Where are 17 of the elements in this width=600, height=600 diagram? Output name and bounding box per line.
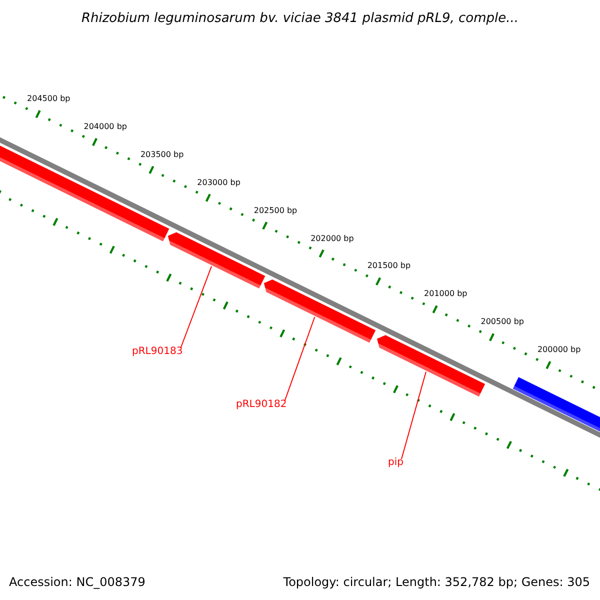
- gene-label: pRL90182: [236, 400, 287, 410]
- gene-feature: [264, 280, 376, 343]
- position-label: 203500 bp: [140, 150, 184, 159]
- gene-label: pRL90183: [132, 347, 183, 357]
- map-title: Rhizobium leguminosarum bv. viciae 3841 plasmid pRL9, comple...: [80, 12, 520, 25]
- leader-line: [401, 371, 426, 460]
- position-label: 202000 bp: [310, 234, 354, 243]
- position-label: 203000 bp: [197, 178, 240, 187]
- summary-label: Topology: circular; Length: 352,782 bp; Genes: 305: [283, 576, 590, 588]
- leader-line: [180, 266, 212, 348]
- accession-label: Accession: NC_008379: [9, 576, 146, 588]
- position-label: 204000 bp: [84, 123, 127, 131]
- position-label: 201000 bp: [424, 290, 468, 298]
- leader-line: [284, 316, 316, 402]
- gene-feature: [377, 335, 486, 397]
- gene-feature: [168, 232, 266, 289]
- gene-label: pip: [388, 458, 404, 468]
